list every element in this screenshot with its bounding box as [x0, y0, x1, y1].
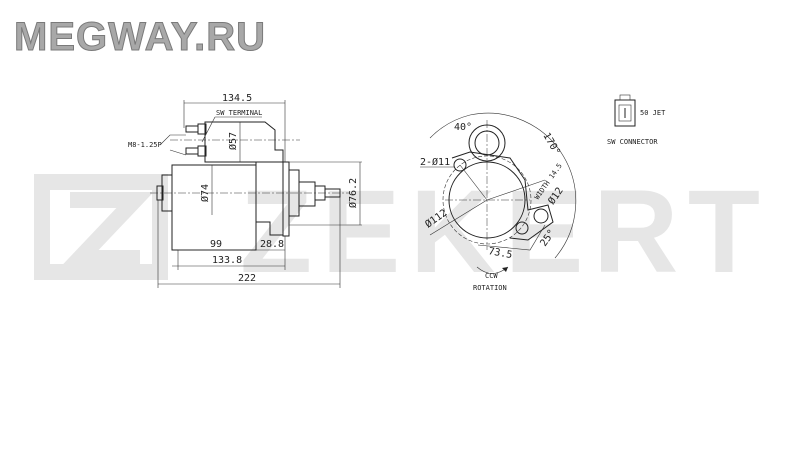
- dia-76-2: Ø76.2: [347, 178, 359, 208]
- angle-40: 40°: [454, 122, 472, 133]
- sw-connector: 50 JET SW CONNECTOR: [607, 94, 666, 146]
- side-view: 134.5 SW TERMINAL M8-1.25P Ø57 Ø74 Ø76.2…: [128, 93, 362, 288]
- dim-133-8: 133.8: [212, 255, 242, 266]
- dim-28-8: 28.8: [260, 239, 284, 250]
- rotation-label: ROTATION: [473, 284, 507, 292]
- holes-label: 2-Ø11: [420, 156, 450, 168]
- pin-label: 50 JET: [640, 109, 666, 117]
- ccw-label: CCW: [485, 272, 498, 280]
- site-watermark: MEGWAY.RU: [14, 15, 266, 59]
- connector-caption: SW CONNECTOR: [607, 138, 658, 146]
- logo-box: [34, 174, 168, 280]
- thread-label: M8-1.25P: [128, 141, 162, 149]
- dim-222: 222: [238, 273, 256, 284]
- angle-170: 170°: [540, 131, 562, 157]
- dim-73-5: 73.5: [487, 246, 513, 261]
- sw-terminal-label: SW TERMINAL: [216, 109, 262, 117]
- dia-74: Ø74: [199, 184, 211, 202]
- dim-134-5: 134.5: [222, 93, 252, 104]
- dia-57: Ø57: [227, 132, 239, 150]
- logo-z: [61, 192, 154, 266]
- dim-99: 99: [210, 239, 222, 250]
- brand-watermark: ZEKERT: [34, 166, 760, 298]
